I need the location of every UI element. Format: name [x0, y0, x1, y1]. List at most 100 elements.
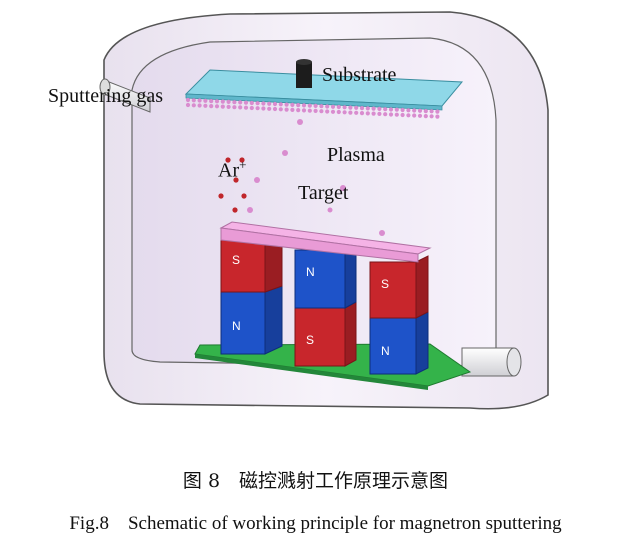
deposited-particle [377, 106, 382, 111]
deposited-particle [284, 107, 289, 112]
plasma-particle [340, 185, 346, 191]
deposited-particle [209, 99, 214, 104]
plasma-label: Plasma [327, 144, 385, 166]
deposited-particle [313, 108, 318, 113]
deposited-particle [278, 102, 283, 107]
plasma-particle [297, 119, 303, 125]
argon-ion-label: Ar+ [218, 157, 246, 183]
deposited-particle [394, 107, 399, 112]
target-label: Target [298, 182, 349, 204]
deposited-particle [226, 99, 231, 104]
deposited-particle [261, 101, 266, 106]
deposited-particle [191, 98, 196, 103]
deposited-particle [325, 104, 330, 109]
deposited-particle [220, 104, 225, 109]
deposited-particle [301, 108, 307, 113]
deposited-particle [226, 104, 231, 109]
deposited-particle [307, 108, 312, 113]
deposited-particle [267, 101, 272, 106]
deposited-particle [232, 105, 237, 110]
magnet-pole-label: S [381, 277, 389, 291]
gas-outlet-pipe [461, 347, 522, 377]
deposited-particle [214, 99, 220, 104]
magnet-pole-label: S [232, 253, 240, 267]
deposited-particle [435, 114, 440, 119]
deposited-particle [371, 106, 376, 111]
deposited-particle [354, 105, 359, 110]
deposited-particle [348, 105, 353, 110]
target-plate [219, 221, 432, 263]
argon-ion [241, 193, 247, 199]
plasma-particle [282, 150, 288, 156]
deposited-particle [255, 106, 260, 111]
deposited-particle [185, 102, 191, 108]
deposited-particle [185, 97, 191, 103]
diagram-canvas: S N S N S N [99, 11, 549, 410]
deposited-particle [435, 109, 440, 114]
plasma-particle [379, 230, 385, 236]
deposited-particle [267, 106, 272, 111]
deposited-particle [249, 105, 254, 111]
deposited-particle [325, 109, 330, 114]
deposited-particle [359, 106, 365, 111]
deposited-particle [388, 112, 394, 117]
deposited-particle [342, 110, 347, 115]
deposited-particle [342, 105, 347, 110]
deposited-particle [197, 98, 202, 103]
deposited-particle [383, 112, 388, 117]
deposited-particle [359, 111, 365, 116]
deposited-particle [220, 99, 225, 104]
deposited-particle [412, 108, 417, 113]
magnet-stack-middle [294, 243, 357, 367]
deposited-particle [284, 102, 289, 107]
deposited-particle [214, 104, 220, 109]
deposited-particle [319, 109, 324, 114]
argon-ion [225, 157, 231, 163]
deposited-particle [313, 103, 318, 108]
deposited-particle [301, 103, 307, 108]
deposited-particle [429, 114, 434, 119]
argon-ion-charge: + [239, 157, 247, 172]
plasma-particle [254, 177, 260, 183]
deposited-particle [383, 107, 388, 112]
deposited-particle [388, 107, 394, 112]
deposited-particle [232, 100, 237, 105]
deposited-particle [272, 106, 278, 112]
deposited-particle [255, 101, 260, 106]
magnet-pole-label: N [381, 344, 390, 358]
deposited-particle [429, 109, 434, 114]
deposited-particle [238, 100, 243, 105]
deposited-particle [336, 109, 341, 115]
magnet-pole-label: N [232, 319, 241, 333]
deposited-particle [406, 108, 411, 113]
deposited-particle [406, 113, 411, 118]
deposited-particle [330, 109, 336, 114]
deposited-particle [203, 98, 208, 103]
sputtering-gas-label: Sputtering gas [48, 85, 163, 107]
deposited-particle [209, 104, 214, 109]
deposited-particle [330, 104, 336, 109]
deposited-particle [238, 105, 243, 110]
argon-ion [232, 207, 238, 213]
argon-ions [218, 157, 247, 213]
deposited-particle [191, 103, 196, 108]
deposited-particle [336, 104, 341, 110]
caption-chinese: 图 8 磁控溅射工作原理示意图 [182, 470, 449, 492]
deposited-particle [290, 107, 295, 112]
deposited-particle [371, 111, 376, 116]
substrate-plate [184, 69, 464, 111]
deposited-particle [296, 108, 301, 113]
deposited-particle [348, 110, 353, 115]
deposited-particle [243, 105, 249, 110]
magnet-stack-right [369, 255, 429, 375]
deposited-particle [296, 103, 301, 108]
deposited-particle [249, 100, 254, 106]
magnet-stack-left [220, 233, 283, 355]
argon-ion [239, 157, 245, 163]
magnet-pole-label: S [306, 333, 314, 347]
argon-ion [218, 193, 224, 199]
plasma-particle [327, 207, 333, 213]
deposited-particle [365, 111, 370, 116]
deposited-particle [319, 104, 324, 109]
plasma-particles [247, 119, 385, 236]
